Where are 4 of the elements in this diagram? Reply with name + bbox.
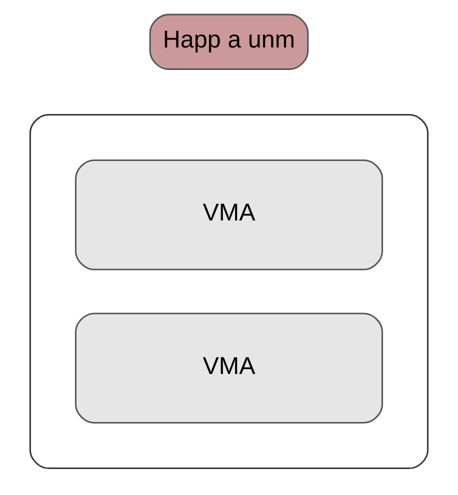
cluster (29, 114, 429, 470)
node-box: VMA (74, 312, 384, 424)
node-box: VMA (74, 159, 384, 270)
node-box: Happ a unm (149, 14, 309, 70)
